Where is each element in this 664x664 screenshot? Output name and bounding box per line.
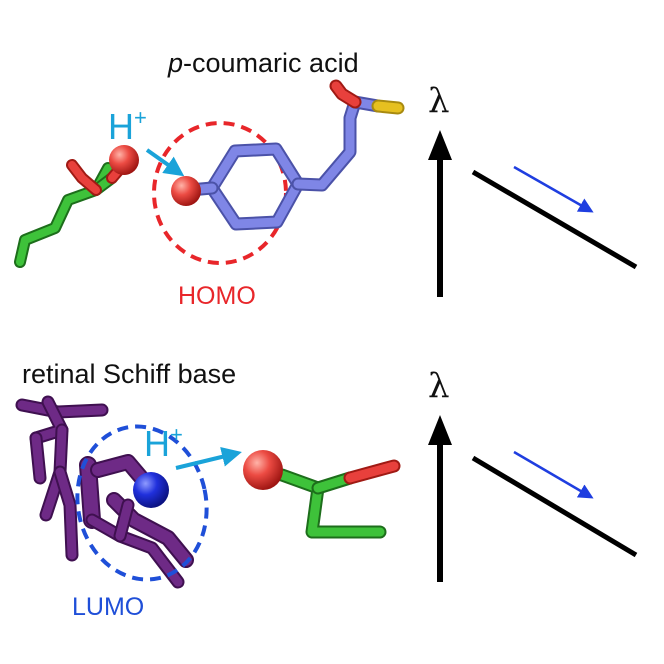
bottom-lambda-axis-arrowhead	[428, 415, 452, 445]
p-coumaric-acid-structure	[171, 79, 405, 231]
top-proton-label: H+	[108, 105, 147, 147]
top-proton-charge: +	[134, 105, 147, 130]
lumo-label: LUMO	[72, 593, 144, 621]
top-green-residue	[14, 145, 139, 268]
top-proton-symbol: H	[108, 106, 134, 147]
bottom-green-residue	[243, 450, 401, 539]
top-panel: p-coumaric acid H+	[14, 48, 638, 310]
top-molecule-label-italic: p	[167, 48, 183, 78]
retinal-schiff-base-structure	[15, 395, 194, 589]
bottom-molecule-label: retinal Schiff base	[22, 359, 236, 389]
bottom-panel: retinal Schiff base	[15, 359, 638, 621]
top-proton-transfer-arrow	[145, 148, 185, 177]
top-lambda-axis-arrowhead	[428, 130, 452, 160]
top-lambda-symbol: λ	[428, 81, 450, 121]
top-trend-arrow	[513, 165, 594, 213]
bottom-lambda-symbol: λ	[428, 366, 450, 406]
lumo-orbital-circle	[75, 424, 209, 582]
bottom-proton-symbol: H	[144, 423, 170, 464]
bottom-proton-charge: +	[170, 422, 183, 447]
homo-label: HOMO	[178, 282, 256, 310]
top-green-oxygen-atom	[109, 145, 139, 175]
coumaric-phenolate-oxygen	[171, 176, 201, 206]
bottom-trend-line	[471, 455, 638, 558]
schiff-base-nitrogen-atom	[133, 472, 169, 508]
bottom-proton-label: H+	[144, 422, 183, 464]
bottom-proton-transfer-arrow	[175, 447, 242, 470]
top-molecule-label: p-coumaric acid	[167, 48, 359, 78]
top-trend-line	[471, 169, 638, 270]
bottom-trend-arrow	[513, 450, 594, 499]
bottom-green-oxygen-atom	[243, 450, 283, 490]
top-molecule-label-rest: -coumaric acid	[183, 48, 359, 78]
